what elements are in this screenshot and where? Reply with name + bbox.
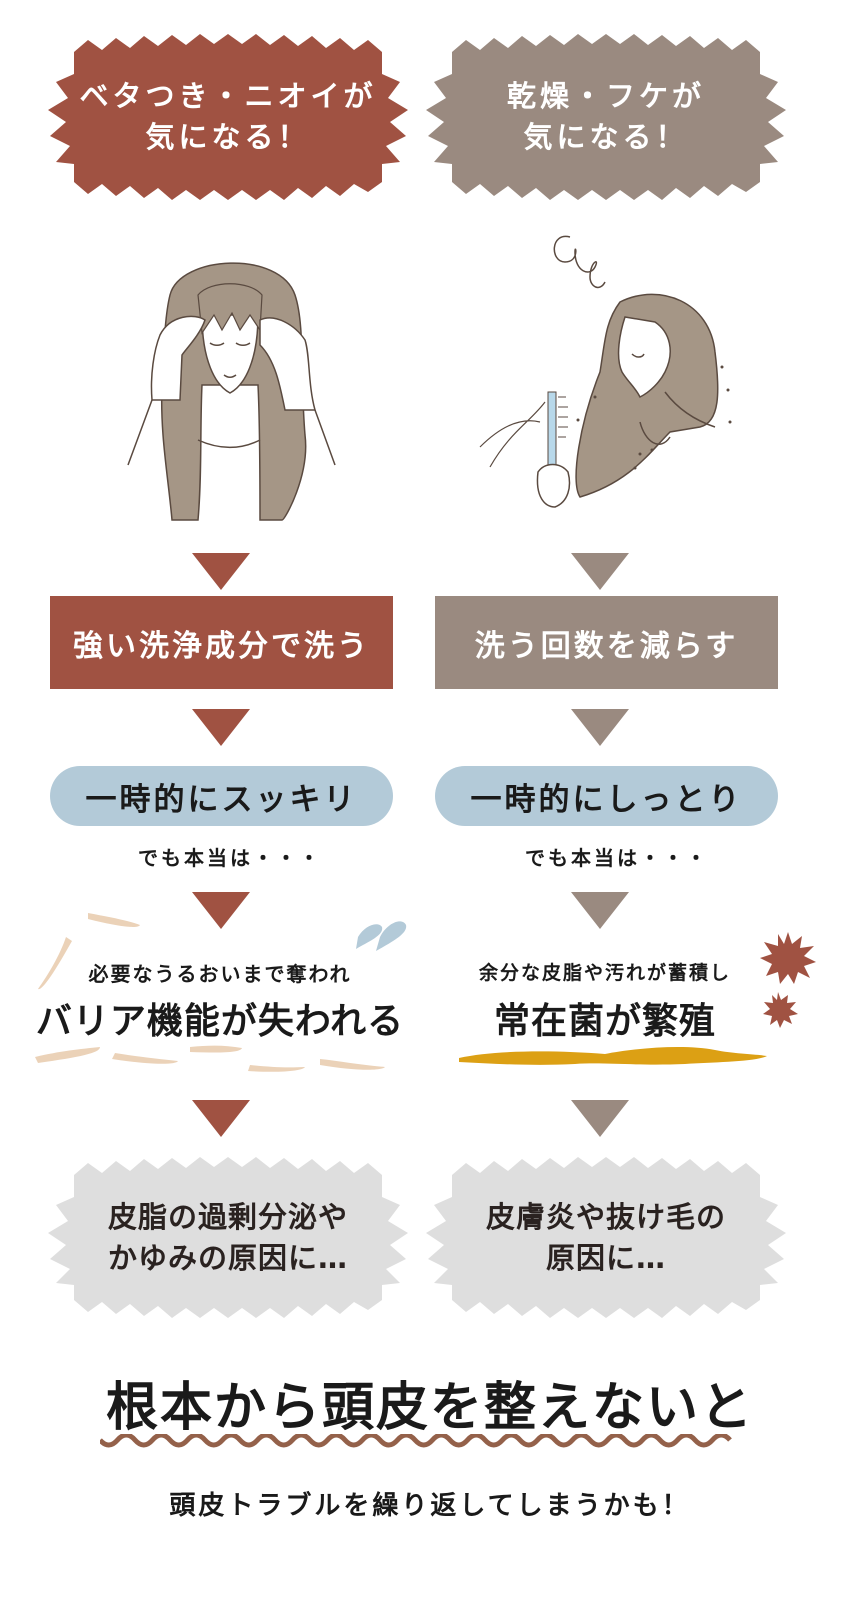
left-outcome-line2: かゆみの原因に… <box>107 1240 348 1275</box>
right-outcome-line2: 原因に… <box>545 1240 666 1275</box>
left-arrow-down-icon <box>192 709 250 746</box>
left-illustration <box>110 235 350 530</box>
right-header-line1: 乾燥・フケが <box>506 79 705 114</box>
bacteria-burst-icon <box>760 932 816 1028</box>
burst-shape-icon <box>426 34 786 200</box>
burst-shape-icon <box>48 1157 408 1318</box>
woman-brushing-hair-icon <box>479 235 732 508</box>
left-arrow-down-icon <box>192 553 250 590</box>
right-consequence-sub: 余分な皮脂や汚れが蓄積し <box>478 962 731 984</box>
left-outcome-burst: 皮脂の過剰分泌や かゆみの原因に… <box>44 1155 412 1320</box>
left-step-box: 強い洗浄成分で洗う <box>50 596 393 689</box>
burst-shape-icon <box>426 1157 786 1318</box>
right-arrow-down-icon <box>571 1100 629 1137</box>
right-arrow-down-icon <box>571 553 629 590</box>
left-arrow-down-icon <box>192 1100 250 1137</box>
burst-shape-icon <box>48 34 408 200</box>
right-outcome-burst: 皮膚炎や抜け毛の 原因に… <box>422 1155 790 1320</box>
left-consequence-headline: バリア機能が失われる <box>35 1001 405 1042</box>
left-but-text: でも本当は・・・ <box>138 846 322 870</box>
right-illustration <box>460 222 740 542</box>
left-arrow-down-icon <box>192 892 250 929</box>
right-result-pill: 一時的にしっとり <box>435 766 778 826</box>
right-step-box: 洗う回数を減らす <box>435 596 778 689</box>
left-header-burst: ベタつき・ニオイが 気になる！ <box>44 32 412 202</box>
sebum-puddle-icon <box>459 1047 767 1065</box>
left-header-line2: 気になる！ <box>145 120 311 154</box>
left-result-pill: 一時的にスッキリ <box>50 766 393 826</box>
left-outcome-line1: 皮脂の過剰分泌や <box>107 1199 348 1234</box>
wavy-underline-icon <box>100 1434 732 1448</box>
water-drop-icon <box>356 921 407 951</box>
dry-crack-strokes-icon <box>35 913 407 1072</box>
right-header-burst: 乾燥・フケが 気になる！ <box>422 32 790 202</box>
left-header-line1: ベタつき・ニオイが <box>79 79 377 114</box>
right-consequence-headline: 常在菌が繁殖 <box>493 1001 716 1042</box>
conclusion-title: 根本から頭皮を整えないと <box>105 1378 754 1438</box>
conclusion-closing: 頭皮トラブルを繰り返してしまうかも！ <box>169 1491 691 1521</box>
right-outcome-line1: 皮膚炎や抜け毛の <box>485 1199 726 1234</box>
woman-oily-scalp-icon <box>127 262 336 521</box>
right-header-line2: 気になる！ <box>523 120 689 154</box>
right-arrow-down-icon <box>571 709 629 746</box>
left-consequence-sub: 必要なうるおいまで奪われ <box>88 962 352 986</box>
right-but-text: でも本当は・・・ <box>525 846 709 870</box>
right-arrow-down-icon <box>571 892 629 929</box>
